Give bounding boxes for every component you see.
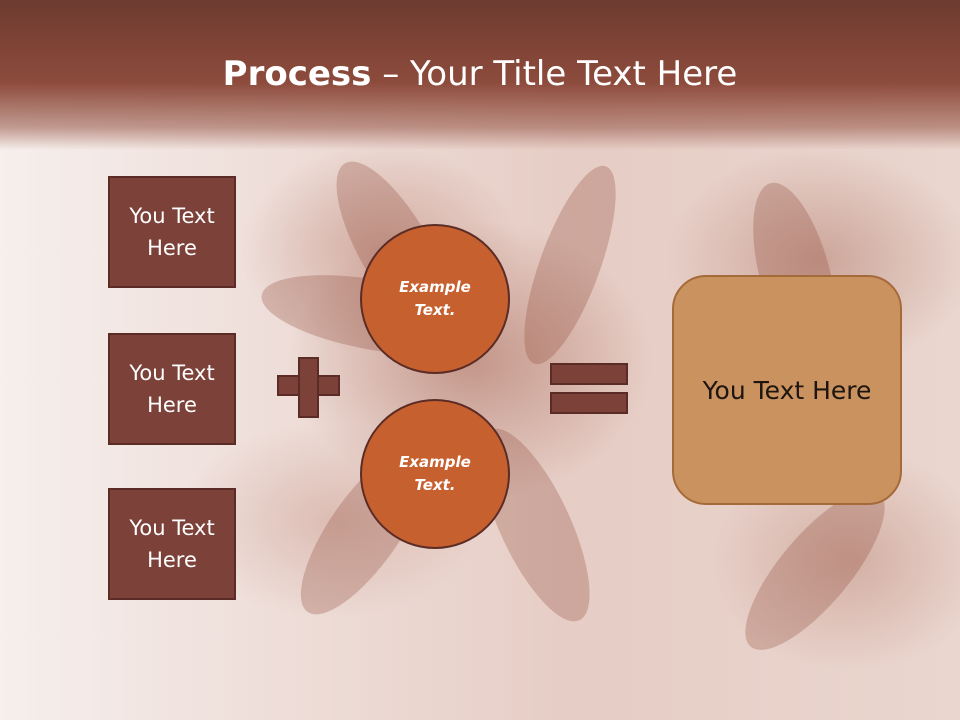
circle-label: Example Text.	[399, 278, 471, 319]
title-bar	[0, 0, 960, 150]
slide-title: Process – Your Title Text Here	[0, 52, 960, 96]
example-circle-1: Example Text.	[360, 224, 510, 374]
input-box-2: You Text Here	[108, 333, 236, 445]
title-dash: –	[371, 54, 411, 94]
input-box-label: You Text Here	[129, 204, 215, 260]
anise-petal	[505, 156, 635, 374]
title-rest: Your Title Text Here	[410, 54, 738, 94]
example-circle-2: Example Text.	[360, 399, 510, 549]
equals-icon-top	[550, 363, 628, 385]
input-box-3: You Text Here	[108, 488, 236, 600]
plus-icon-center	[300, 377, 317, 394]
result-label: You Text Here	[702, 375, 872, 405]
equals-icon-bottom	[550, 392, 628, 414]
result-box: You Text Here	[672, 275, 902, 505]
input-box-label: You Text Here	[129, 361, 215, 417]
input-box-1: You Text Here	[108, 176, 236, 288]
input-box-label: You Text Here	[129, 516, 215, 572]
title-bold: Process	[222, 54, 372, 94]
circle-label: Example Text.	[399, 453, 471, 494]
